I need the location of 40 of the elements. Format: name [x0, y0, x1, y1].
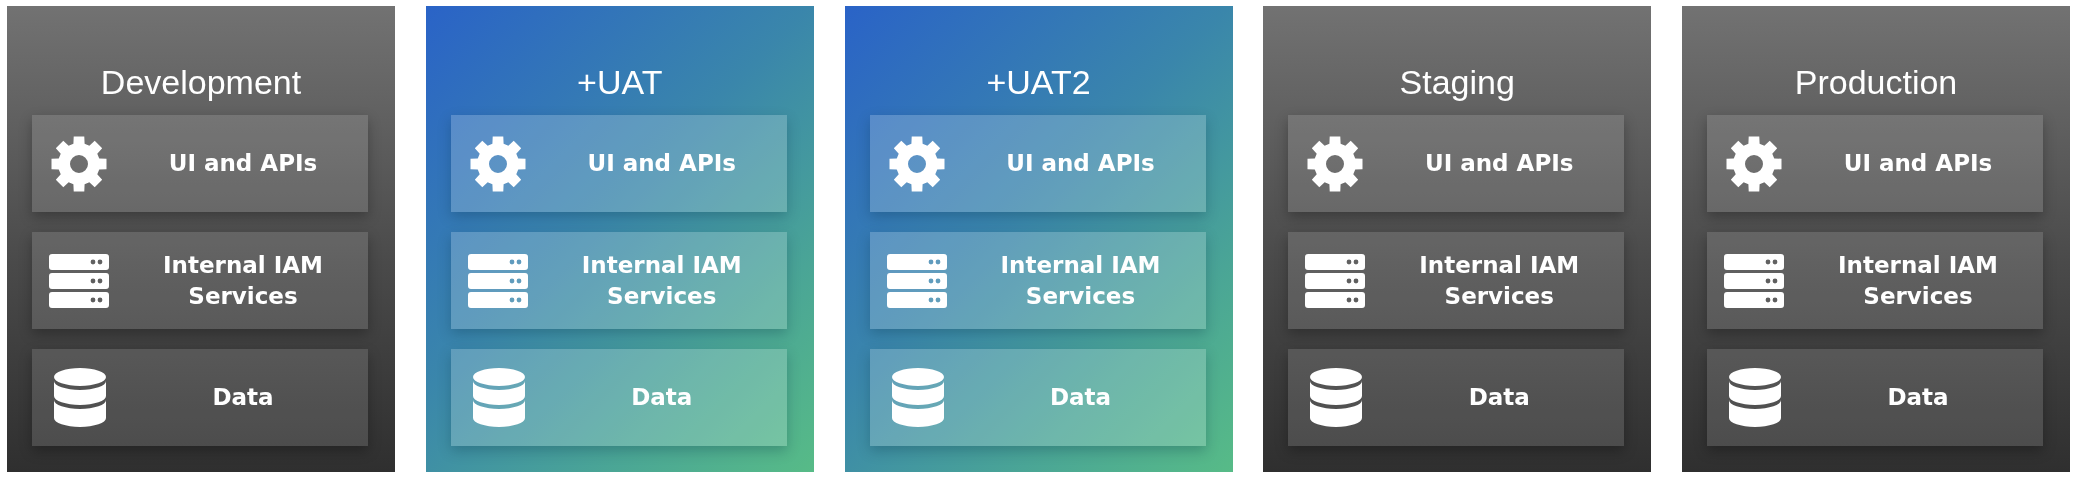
component-box [869, 232, 1206, 329]
component-box [32, 115, 368, 212]
environment-title: Staging [1399, 62, 1515, 102]
component-box [869, 349, 1206, 446]
component-box [32, 349, 368, 446]
component-box [869, 115, 1206, 212]
component-box [1707, 232, 2043, 329]
component-label: UI and APIs [1425, 149, 1574, 178]
component-label: Internal IAM Services [580, 250, 743, 311]
component-box [32, 232, 368, 329]
component-label: Data [212, 383, 274, 412]
environment-title: +UAT [577, 62, 663, 102]
component-box [1707, 349, 2043, 446]
environment-panel [1682, 6, 2070, 472]
component-box [450, 232, 787, 329]
component-box [1288, 115, 1625, 212]
environment-panel [1263, 6, 1652, 472]
component-box [1288, 232, 1625, 329]
environment-panel [844, 6, 1233, 472]
environment-panel [7, 6, 395, 472]
component-label: UI and APIs [1843, 149, 1993, 178]
component-label: Data [1887, 383, 1949, 412]
component-label: Data [1049, 383, 1112, 412]
environment-panel [425, 6, 814, 472]
environment-title: +UAT2 [986, 62, 1091, 102]
component-label: UI and APIs [587, 149, 736, 178]
component-label: Internal IAM Services [1837, 250, 1999, 311]
component-label: Internal IAM Services [162, 250, 324, 311]
component-label: Data [631, 383, 693, 412]
component-label: UI and APIs [168, 149, 318, 178]
component-label: Internal IAM Services [999, 250, 1162, 311]
component-label: Data [1468, 383, 1530, 412]
component-box [450, 115, 787, 212]
environment-title: Development [100, 62, 302, 102]
environment-title: Production [1794, 62, 1958, 102]
component-box [1288, 349, 1625, 446]
component-box [450, 349, 787, 446]
component-label: Internal IAM Services [1418, 250, 1581, 311]
component-label: UI and APIs [1006, 149, 1155, 178]
component-box [1707, 115, 2043, 212]
